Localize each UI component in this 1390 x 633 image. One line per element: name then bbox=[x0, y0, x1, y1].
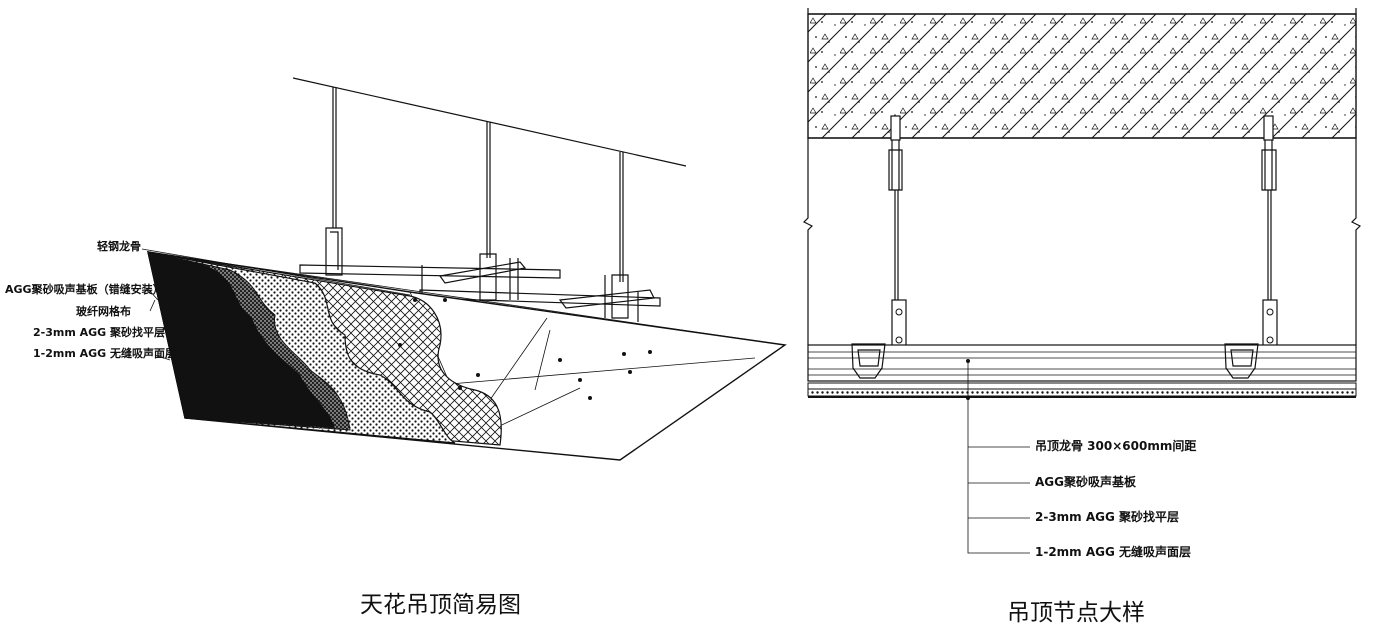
leveling-strip bbox=[807, 388, 1357, 397]
main-runner bbox=[807, 344, 1357, 382]
right-labels: 吊顶龙骨 300×600mm间距 AGG聚砂吸声基板 2-3mm AGG 聚砂找… bbox=[1035, 438, 1196, 559]
label-light-steel-keel: 轻钢龙骨 bbox=[97, 239, 141, 253]
label-keel-spacing: 吊顶龙骨 300×600mm间距 bbox=[1035, 438, 1196, 453]
label-leveling-r: 2-3mm AGG 聚砂找平层 bbox=[1035, 509, 1179, 524]
runner-clip bbox=[851, 343, 886, 379]
right-caption: 吊顶节点大样 bbox=[1007, 600, 1145, 626]
base-board-strip bbox=[807, 382, 1357, 390]
label-finish: 1-2mm AGG 无缝吸声面层 bbox=[33, 346, 176, 360]
hanger-clip bbox=[325, 227, 343, 276]
wall-right bbox=[1350, 138, 1362, 345]
label-base-board-r: AGG聚砂吸声基板 bbox=[1035, 474, 1137, 489]
label-base-board: AGG聚砂吸声基板（错缝安装） bbox=[5, 282, 164, 296]
left-labels: 轻钢龙骨 AGG聚砂吸声基板（错缝安装） 玻纤网格布 2-3mm AGG 聚砂找… bbox=[5, 239, 176, 360]
hanger-left bbox=[888, 115, 907, 381]
label-mesh: 玻纤网格布 bbox=[76, 304, 131, 318]
concrete-slab bbox=[807, 13, 1357, 139]
hanger-right bbox=[1261, 115, 1278, 381]
runner-clip bbox=[1224, 343, 1259, 379]
left-caption: 天花吊顶简易图 bbox=[360, 592, 521, 618]
left-isometric-drawing bbox=[141, 77, 787, 461]
label-finish-r: 1-2mm AGG 无缝吸声面层 bbox=[1035, 544, 1191, 559]
hanger-clip bbox=[611, 274, 629, 319]
finish-layer-solid bbox=[148, 252, 335, 428]
wall-left bbox=[802, 138, 814, 345]
main-channel bbox=[299, 264, 561, 279]
label-leveling: 2-3mm AGG 聚砂找平层 bbox=[33, 325, 165, 339]
right-section-drawing bbox=[802, 8, 1362, 554]
